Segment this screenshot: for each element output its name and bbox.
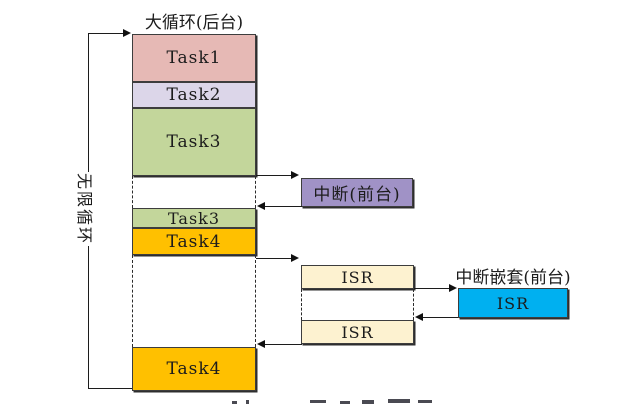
task-box: Task3	[132, 108, 256, 176]
isr-label: ISR	[341, 322, 374, 342]
task-label: Task1	[166, 48, 222, 68]
interrupt-call-line	[256, 175, 292, 176]
loop-top-line	[88, 33, 124, 34]
column-gap-dash	[132, 176, 133, 208]
loop-vertical-line-lower	[88, 246, 89, 389]
task-box: Task4	[132, 347, 256, 391]
nested-interrupt-label: 中断嵌套(前台)	[455, 268, 571, 288]
loop-bottom-line	[88, 388, 132, 389]
task-label: Task3	[166, 132, 222, 152]
task-box: Task4	[132, 228, 256, 255]
nested-return-arrowhead-icon	[415, 313, 423, 321]
isr-call-line	[256, 258, 292, 259]
task-label: Task4	[166, 231, 222, 252]
nested-return-line	[422, 317, 458, 318]
task-label: Task4	[166, 359, 222, 379]
isr-return-arrowhead-icon	[257, 340, 265, 348]
isr-gap-dash	[413, 289, 414, 320]
nested-call-arrowhead-icon	[449, 284, 457, 292]
isr-box: ISR	[301, 265, 414, 289]
diagram-title: 大循环(后台)	[144, 13, 244, 33]
isr-return-line	[264, 344, 302, 345]
column-gap-dash	[132, 255, 133, 347]
nested-call-line	[414, 288, 450, 289]
nested-isr-label: ISR	[496, 293, 530, 313]
task-box: Task3	[132, 208, 256, 228]
interrupt-box: 中断(前台)	[301, 178, 413, 207]
task-box: Task1	[132, 34, 256, 82]
isr-gap-dash	[301, 289, 302, 320]
interrupt-label: 中断(前台)	[313, 185, 401, 205]
loop-vertical-line-upper	[88, 33, 89, 172]
task-box: Task2	[132, 82, 256, 108]
nested-isr-box: ISR	[458, 288, 568, 318]
isr-label: ISR	[341, 267, 374, 287]
interrupt-return-arrowhead-icon	[257, 202, 265, 210]
interrupt-return-line	[264, 206, 302, 207]
interrupt-call-arrowhead-icon	[291, 171, 299, 179]
isr-call-arrowhead-icon	[291, 254, 299, 262]
loop-top-arrowhead-icon	[123, 29, 131, 37]
isr-box: ISR	[301, 320, 414, 344]
infinite-loop-label: 无限循环	[75, 172, 94, 245]
task-label: Task3	[167, 208, 221, 228]
task-label: Task2	[166, 85, 222, 105]
column-gap-dash	[255, 255, 256, 347]
column-gap-dash	[255, 176, 256, 208]
